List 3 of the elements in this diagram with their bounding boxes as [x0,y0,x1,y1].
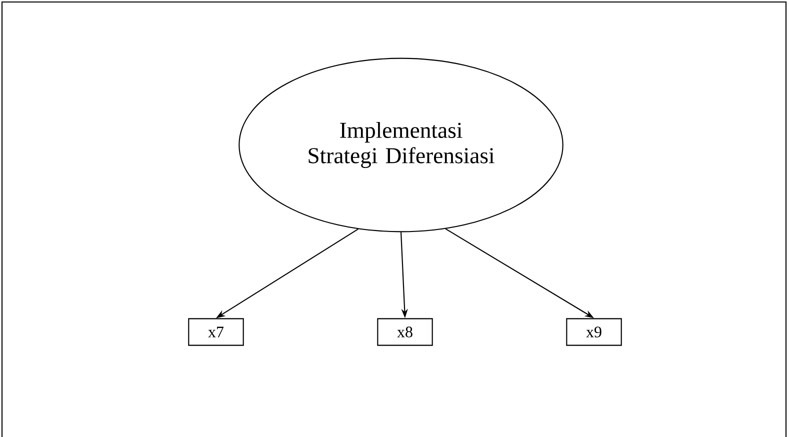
variable-box: x9 [566,318,622,346]
variable-box: x8 [377,318,433,346]
variable-box: x7 [188,318,244,346]
